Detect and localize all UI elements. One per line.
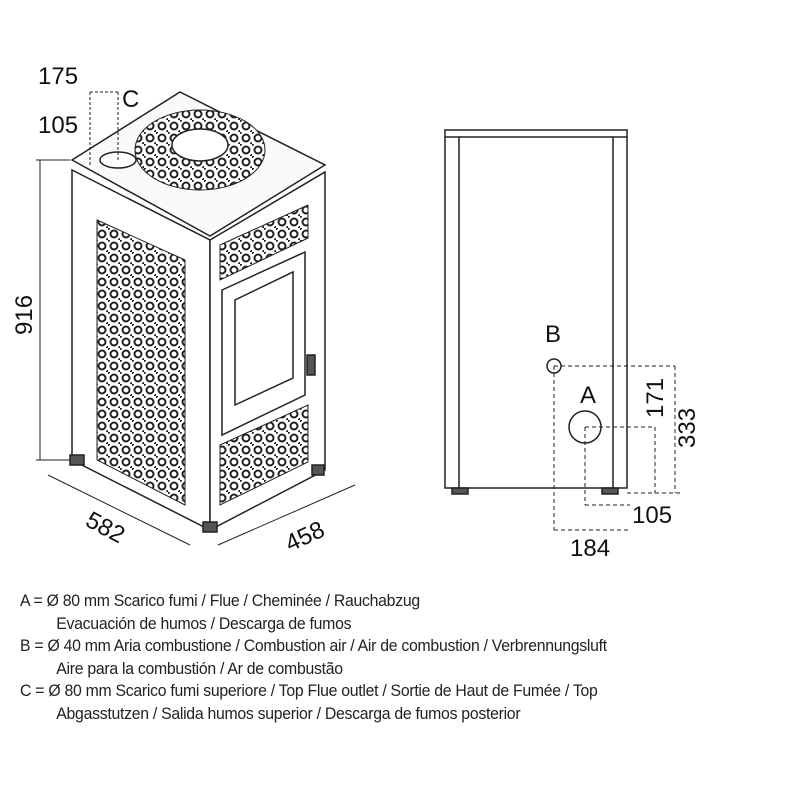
foot (451, 487, 469, 495)
foot (69, 454, 85, 466)
stove-side-view (444, 129, 628, 495)
label-c: C (122, 86, 139, 113)
upper-front-ornament (219, 204, 309, 281)
label-a: A (580, 382, 596, 409)
front-dimension-lines (36, 91, 356, 546)
door-glass (234, 270, 294, 407)
left-side-ornament-panel (96, 219, 186, 506)
top-hotplate (171, 128, 229, 162)
dim-184: 184 (570, 535, 610, 562)
legend-b-line2: Aire para la combustión / Ar de combustã… (56, 658, 343, 678)
foot (202, 521, 218, 533)
label-b: B (545, 321, 561, 348)
legend-c-line1: C = Ø 80 mm Scarico fumi superiore / Top… (20, 681, 598, 700)
dim-171: 171 (642, 378, 669, 418)
side-dimension-lines (553, 365, 680, 531)
legend-c-line2: Abgasstutzen / Salida humos superior / D… (56, 703, 521, 723)
foot (601, 487, 619, 495)
dim-333: 333 (674, 408, 701, 448)
dim-175: 175 (38, 63, 78, 90)
dim-105-side: 105 (632, 502, 672, 529)
dim-582: 582 (81, 506, 129, 549)
foot (311, 464, 325, 476)
legend-a-line1: A = Ø 80 mm Scarico fumi / Flue / Chemin… (20, 591, 420, 610)
stove-isometric-view (69, 91, 327, 533)
dim-916: 916 (11, 295, 38, 335)
dim-458: 458 (281, 516, 329, 557)
door-handle (306, 354, 316, 376)
legend-a-line2: Evacuación de humos / Descarga de fumos (56, 613, 352, 633)
lower-front-ornament (219, 404, 309, 506)
legend-b-line1: B = Ø 40 mm Aria combustione / Combustio… (20, 636, 607, 655)
dim-105-top: 105 (38, 112, 78, 139)
legend: A = Ø 80 mm Scarico fumi / Flue / Chemin… (20, 590, 607, 725)
